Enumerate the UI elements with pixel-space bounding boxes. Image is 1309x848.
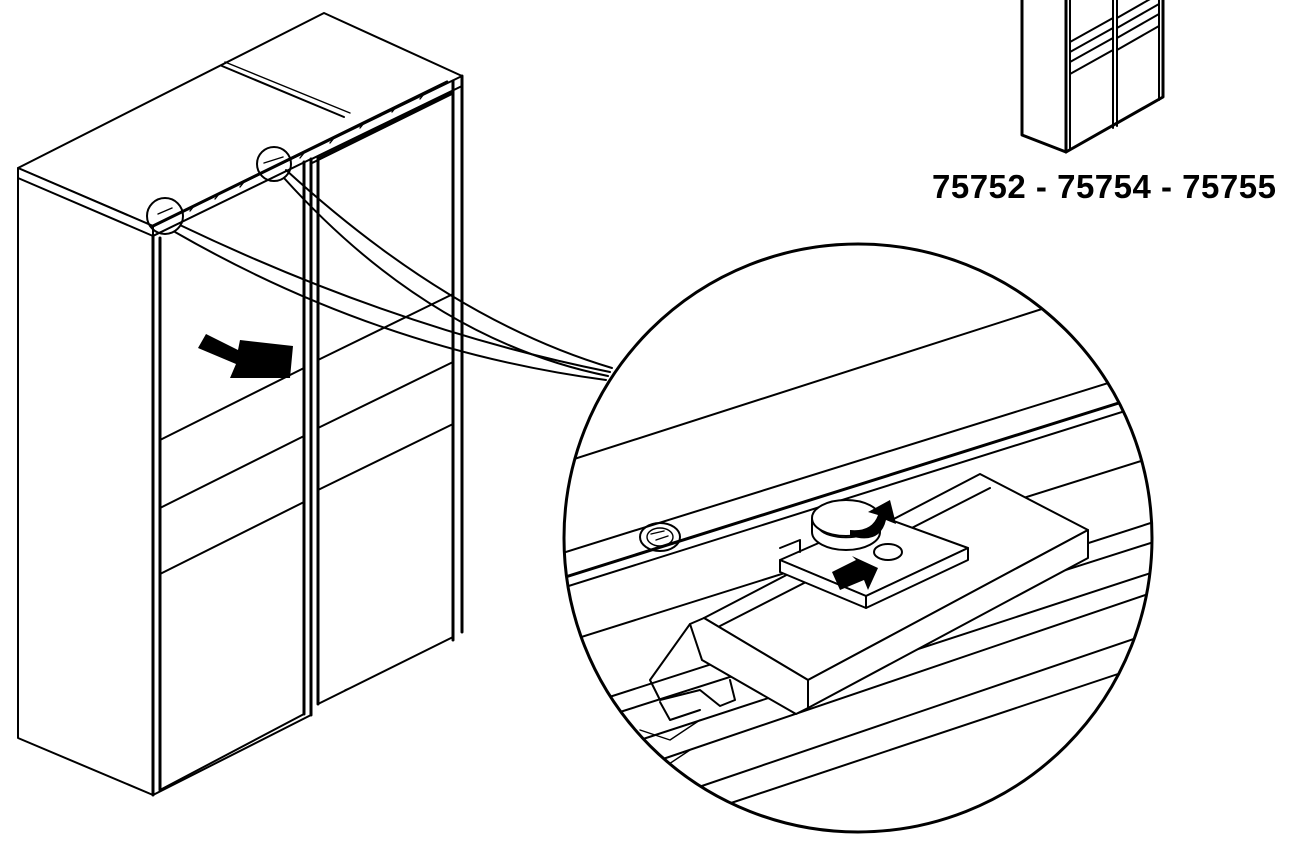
magnified-detail-icon [562, 242, 1154, 834]
knob-icon [811, 499, 881, 551]
top-rail-hatch [189, 93, 425, 212]
push-stopper-arrow-icon [832, 556, 878, 590]
callout-circle-2 [256, 146, 292, 182]
callout-circle-1 [146, 197, 184, 235]
screw-mark-icon [639, 522, 681, 552]
model-codes-label: 75752 - 75754 - 75755 [932, 168, 1277, 205]
rotate-knob-arrow-icon [850, 500, 896, 539]
wardrobe-icon [17, 12, 464, 797]
leader-lines [174, 169, 613, 381]
slide-door-right-arrow-icon [198, 334, 293, 378]
wardrobe-thumbnail-icon [1020, 0, 1165, 154]
